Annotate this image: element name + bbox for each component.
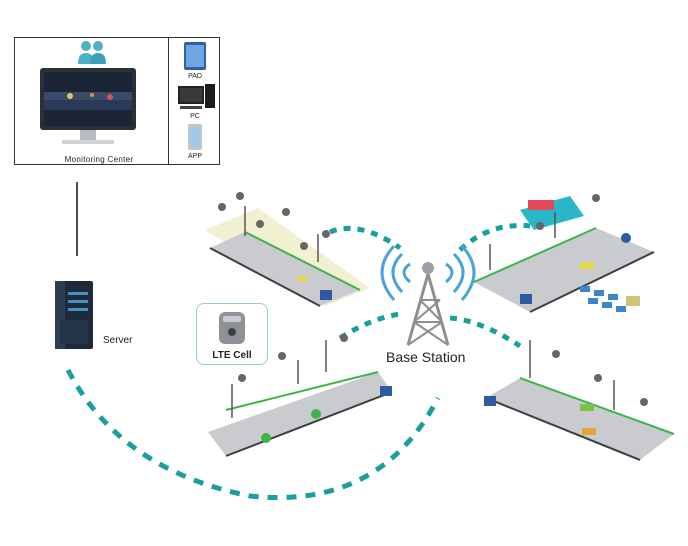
- road-bottom-right: [484, 340, 675, 461]
- device-label-pc: PC: [190, 113, 200, 120]
- tablet-icon: [184, 42, 206, 70]
- server-icon: [55, 281, 93, 349]
- signal-arc-top-left: [329, 225, 402, 251]
- signal-arc-large: [65, 368, 441, 501]
- device-label-app: APP: [187, 153, 202, 160]
- road-top-left: [205, 192, 370, 307]
- signal-arc-top-right: [458, 223, 531, 252]
- monitoring-center-label: Monitoring Center: [64, 155, 134, 164]
- device-label-pad: PAD: [188, 73, 202, 80]
- signal-arc-bottom-left: [338, 311, 401, 341]
- smartphone-icon: [188, 124, 202, 150]
- road-top-right: [473, 194, 655, 313]
- users-icon: [78, 41, 106, 64]
- panel-divider: [168, 37, 169, 165]
- base-station-label: Base Station: [386, 349, 466, 365]
- lte-cell-device-icon: [219, 312, 245, 344]
- server-label: Server: [103, 335, 133, 346]
- signal-arc-bottom-right: [449, 315, 522, 349]
- lte-cell-label: LTE Cell: [212, 350, 252, 361]
- road-bottom-left: [208, 334, 393, 457]
- monitor-icon: [40, 68, 136, 144]
- base-station-tower-icon: [380, 244, 476, 346]
- desktop-pc-icon: [178, 84, 215, 109]
